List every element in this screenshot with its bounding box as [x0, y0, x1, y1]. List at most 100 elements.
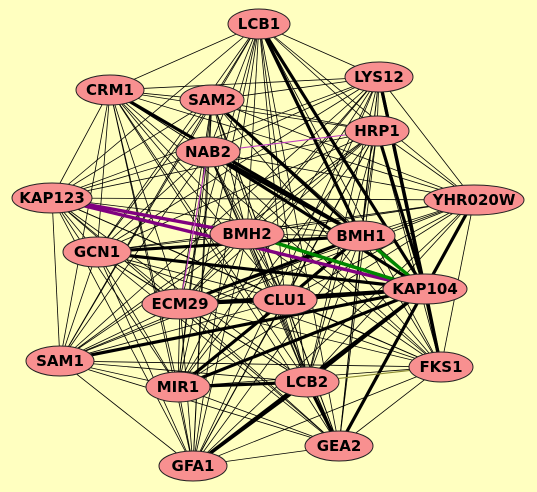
node-ecm29[interactable]: ECM29 [141, 288, 219, 320]
node-label: HRP1 [354, 122, 400, 140]
node-ellipse [75, 74, 145, 106]
edge [338, 130, 378, 447]
edge [211, 99, 475, 201]
edge [246, 130, 378, 235]
strong-edge [96, 250, 426, 291]
edge [59, 299, 286, 362]
node-ellipse [304, 430, 374, 462]
strong-edge [192, 380, 308, 468]
node-lcb1[interactable]: LCB1 [227, 8, 291, 40]
node-label: BMH1 [336, 227, 385, 245]
node-label: CLU1 [264, 291, 307, 309]
node-label: ECM29 [151, 295, 208, 313]
edge [109, 89, 194, 467]
edge [177, 23, 260, 388]
node-ellipse [423, 184, 525, 216]
edge [258, 23, 475, 201]
node-ellipse [326, 220, 396, 252]
node-nab2[interactable]: NAB2 [175, 136, 241, 168]
node-hrp1[interactable]: HRP1 [344, 115, 410, 147]
strong-edge [257, 23, 363, 237]
node-yhr020w[interactable]: YHR020W [423, 184, 525, 216]
edge [207, 76, 380, 153]
node-mir1[interactable]: MIR1 [145, 371, 211, 403]
strong-edge [109, 88, 362, 238]
strong-edge [176, 298, 287, 389]
edge [109, 89, 181, 305]
edge [192, 299, 286, 467]
edge [109, 76, 380, 91]
edge [59, 360, 308, 383]
edge [96, 251, 179, 388]
edge [96, 251, 194, 467]
node-label: SAM2 [188, 91, 236, 109]
node-crm1[interactable]: CRM1 [75, 74, 145, 106]
strong-edge [59, 287, 426, 363]
edge [96, 251, 286, 301]
node-ellipse [344, 115, 410, 147]
edge [51, 197, 61, 362]
node-kap104[interactable]: KAP104 [382, 273, 468, 305]
strong-edge [375, 130, 427, 290]
node-ellipse [11, 182, 93, 214]
node-kap123[interactable]: KAP123 [11, 182, 93, 214]
edge [96, 251, 340, 447]
node-label: LCB2 [286, 373, 328, 391]
node-label: YHR020W [432, 191, 516, 209]
node-label: GFA1 [172, 457, 215, 475]
node-gfa1[interactable]: GFA1 [158, 450, 228, 482]
node-ellipse [344, 61, 414, 93]
node-ellipse [274, 366, 340, 398]
edge [177, 151, 209, 388]
node-label: CRM1 [86, 81, 134, 99]
edge [192, 76, 380, 467]
strong-edge [207, 150, 426, 291]
edge [306, 130, 378, 383]
node-label: NAB2 [185, 143, 231, 161]
strong-edge [177, 287, 426, 389]
node-ellipse [141, 288, 219, 320]
thick-edges-layer [59, 23, 476, 468]
edge [192, 233, 248, 467]
node-ellipse [158, 450, 228, 482]
node-gcn1[interactable]: GCN1 [62, 236, 132, 268]
node-bmh2[interactable]: BMH2 [209, 218, 285, 250]
edge [109, 89, 475, 201]
edge [109, 89, 248, 235]
strong-edge [257, 23, 427, 290]
node-bmh1[interactable]: BMH1 [326, 220, 396, 252]
node-clu1[interactable]: CLU1 [252, 284, 318, 316]
node-label: GCN1 [74, 243, 120, 261]
strong-edge [179, 234, 362, 306]
edge [192, 235, 362, 467]
node-gea2[interactable]: GEA2 [304, 430, 374, 462]
node-ellipse [382, 273, 468, 305]
node-label: KAP104 [392, 280, 458, 298]
node-ellipse [252, 284, 318, 316]
node-lys12[interactable]: LYS12 [344, 61, 414, 93]
node-ellipse [209, 218, 285, 250]
node-label: LCB1 [238, 15, 280, 33]
edge [258, 23, 308, 383]
node-ellipse [25, 345, 95, 377]
node-sam1[interactable]: SAM1 [25, 345, 95, 377]
node-label: KAP123 [19, 189, 85, 207]
edge [96, 151, 209, 253]
node-sam2[interactable]: SAM2 [179, 84, 245, 116]
edge [96, 130, 378, 253]
node-ellipse [145, 371, 211, 403]
edge [360, 130, 378, 237]
node-label: FKS1 [419, 358, 462, 376]
edge [96, 89, 111, 253]
node-ellipse [179, 84, 245, 116]
node-fks1[interactable]: FKS1 [408, 351, 474, 383]
edge [246, 233, 442, 368]
edge [192, 366, 442, 467]
edge [51, 23, 260, 199]
edge [51, 99, 213, 199]
node-label: SAM1 [36, 352, 84, 370]
node-lcb2[interactable]: LCB2 [274, 366, 340, 398]
node-ellipse [175, 136, 241, 168]
edge [179, 303, 340, 447]
